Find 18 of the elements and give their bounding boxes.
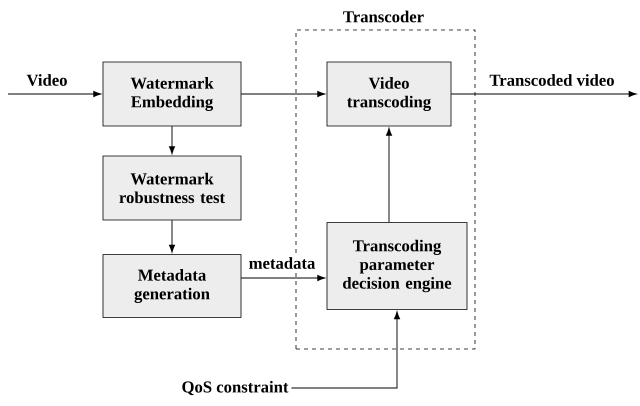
edge-label: metadata	[247, 256, 317, 270]
arrow	[169, 126, 176, 154]
input-label: QoS constraint	[182, 380, 288, 396]
arrow	[169, 220, 176, 253]
process-box: Watermark robustness test	[102, 156, 242, 220]
arrow	[240, 274, 326, 281]
process-box: Video transcoding	[326, 62, 452, 126]
process-box: Transcoding parameter decision engine	[326, 222, 468, 310]
arrow	[8, 90, 102, 97]
process-box: Watermark Embedding	[102, 62, 242, 126]
process-box: Metadata generation	[102, 254, 242, 318]
edge-label: Transcoded video	[488, 72, 616, 88]
edge-label: Video	[25, 72, 69, 88]
arrow	[290, 311, 400, 388]
arrow	[450, 90, 636, 97]
group-title: Transcoder	[343, 10, 424, 22]
arrow	[240, 90, 326, 97]
arrow	[386, 128, 392, 223]
